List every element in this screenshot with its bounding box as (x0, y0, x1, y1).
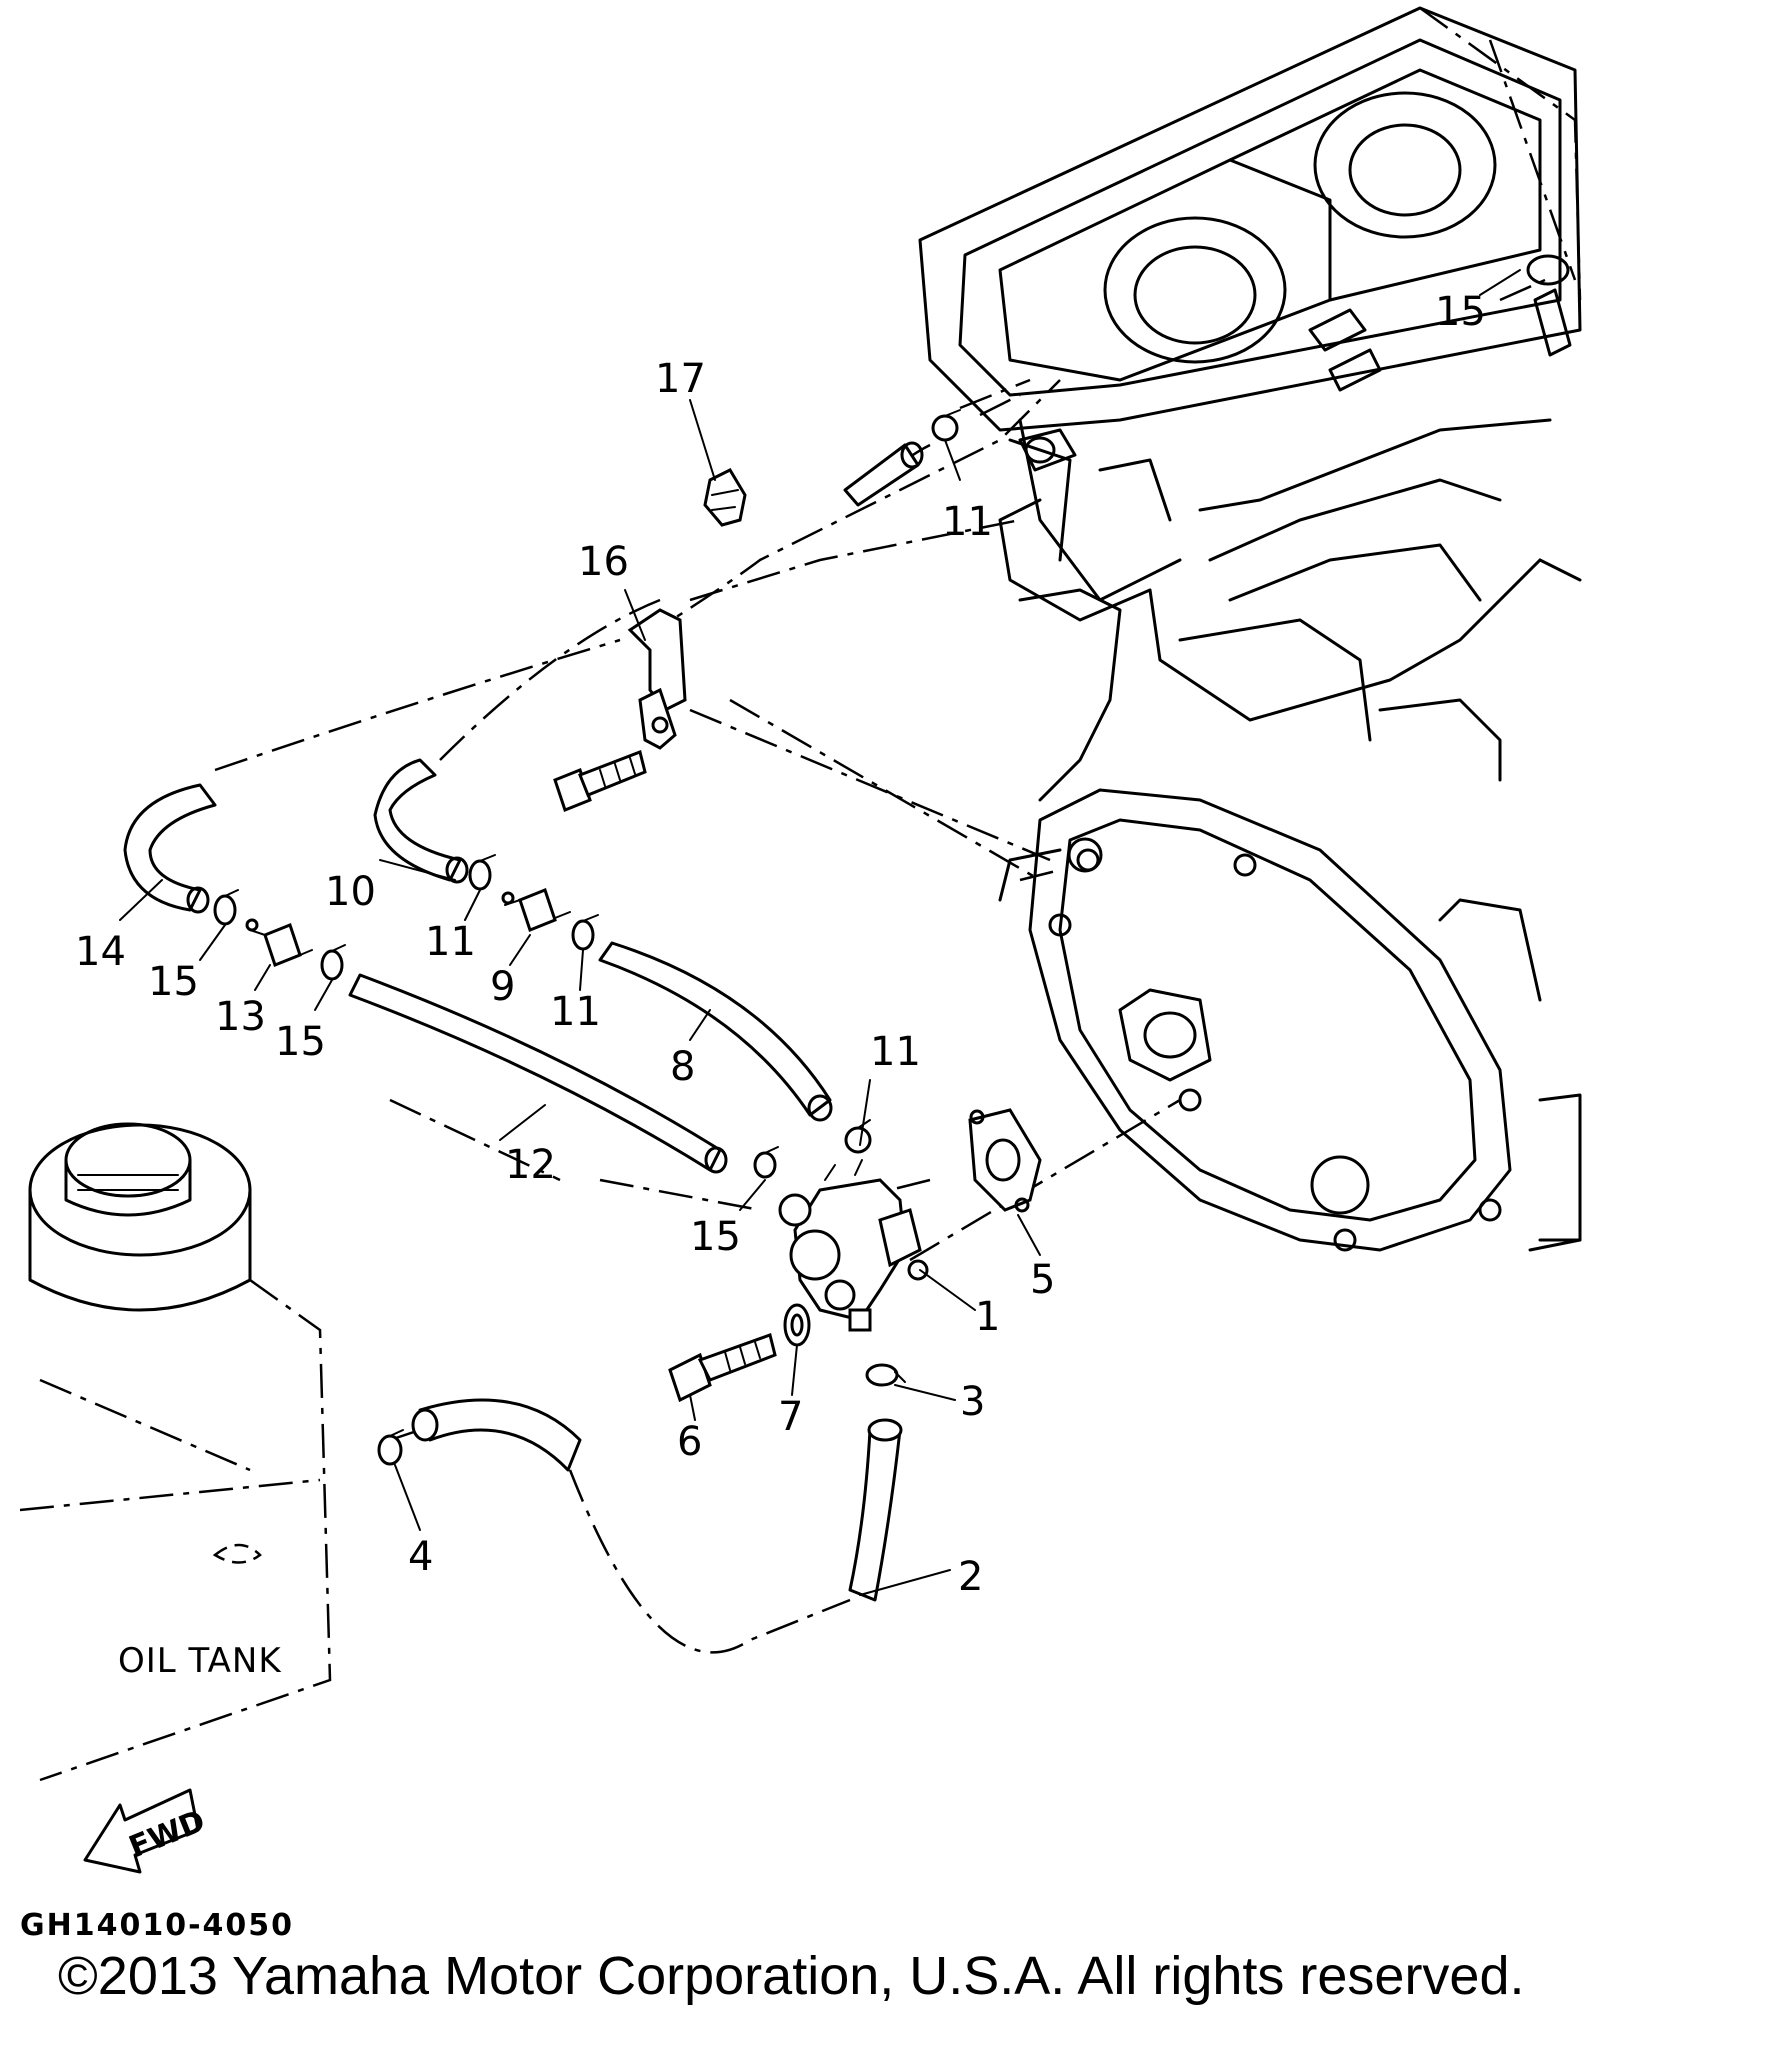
hose-clip (703, 468, 747, 527)
hose-12 (348, 973, 722, 1172)
gasket (968, 1108, 1042, 1213)
label-11-d: 11 (942, 499, 993, 545)
fwd-arrow: FWD (83, 1788, 210, 1874)
joint-13 (245, 918, 313, 967)
joint-9 (501, 888, 571, 932)
leader-lines (119, 269, 1521, 1596)
oil-pump (778, 1159, 929, 1332)
clamp-3 (865, 1363, 906, 1387)
label-2: 2 (958, 1554, 983, 1600)
label-15-a: 15 (148, 959, 199, 1005)
label-15-d: 15 (1435, 289, 1486, 335)
copyright-notice: ©2013 Yamaha Motor Corporation, U.S.A. A… (58, 1946, 1525, 2006)
oil-tank-label: OIL TANK (118, 1641, 282, 1681)
bracket (627, 608, 687, 750)
hose-tank (418, 1398, 582, 1472)
oil-tank: OIL TANK (19, 1122, 332, 1782)
hose-upper (843, 443, 920, 507)
bolt-upper (553, 749, 647, 812)
label-12: 12 (505, 1142, 556, 1188)
label-11-c: 11 (870, 1029, 921, 1075)
label-11-b: 11 (550, 989, 601, 1035)
clamp-15-a (213, 889, 239, 926)
clamp-11-d (931, 409, 961, 442)
label-14: 14 (75, 929, 126, 975)
hose-2 (848, 1428, 902, 1602)
label-9: 9 (490, 964, 515, 1010)
label-7: 7 (778, 1394, 803, 1440)
label-6: 6 (677, 1419, 702, 1465)
label-15-c: 15 (690, 1214, 741, 1260)
label-5: 5 (1030, 1257, 1055, 1303)
washer (783, 1303, 811, 1347)
label-10: 10 (325, 869, 376, 915)
label-4: 4 (408, 1534, 433, 1580)
engine-block (918, 6, 1582, 802)
label-1: 1 (975, 1294, 1000, 1340)
clamp-15-b (320, 944, 346, 981)
label-15-b: 15 (275, 1019, 326, 1065)
label-8: 8 (670, 1044, 695, 1090)
clamp-15-c (753, 1146, 779, 1179)
label-17: 17 (655, 356, 706, 402)
bolt-lower (668, 1333, 777, 1403)
diagram-code: GH14010-4050 (20, 1908, 294, 1943)
clamp-4 (377, 1429, 404, 1466)
part-labels: 1 2 3 4 5 6 7 8 9 10 11 11 11 11 12 13 1… (75, 289, 1486, 1600)
label-13: 13 (215, 994, 266, 1040)
clamp-11-c (844, 1119, 872, 1154)
engine-cover (998, 788, 1582, 1252)
clamp-11-b (571, 914, 599, 951)
fwd-label: FWD (124, 1803, 210, 1865)
label-16: 16 (578, 539, 629, 585)
label-3: 3 (960, 1379, 985, 1425)
hose-14 (123, 783, 217, 912)
clamp-11-a (468, 854, 496, 891)
hose-8 (598, 941, 832, 1117)
label-11-a: 11 (425, 919, 476, 965)
